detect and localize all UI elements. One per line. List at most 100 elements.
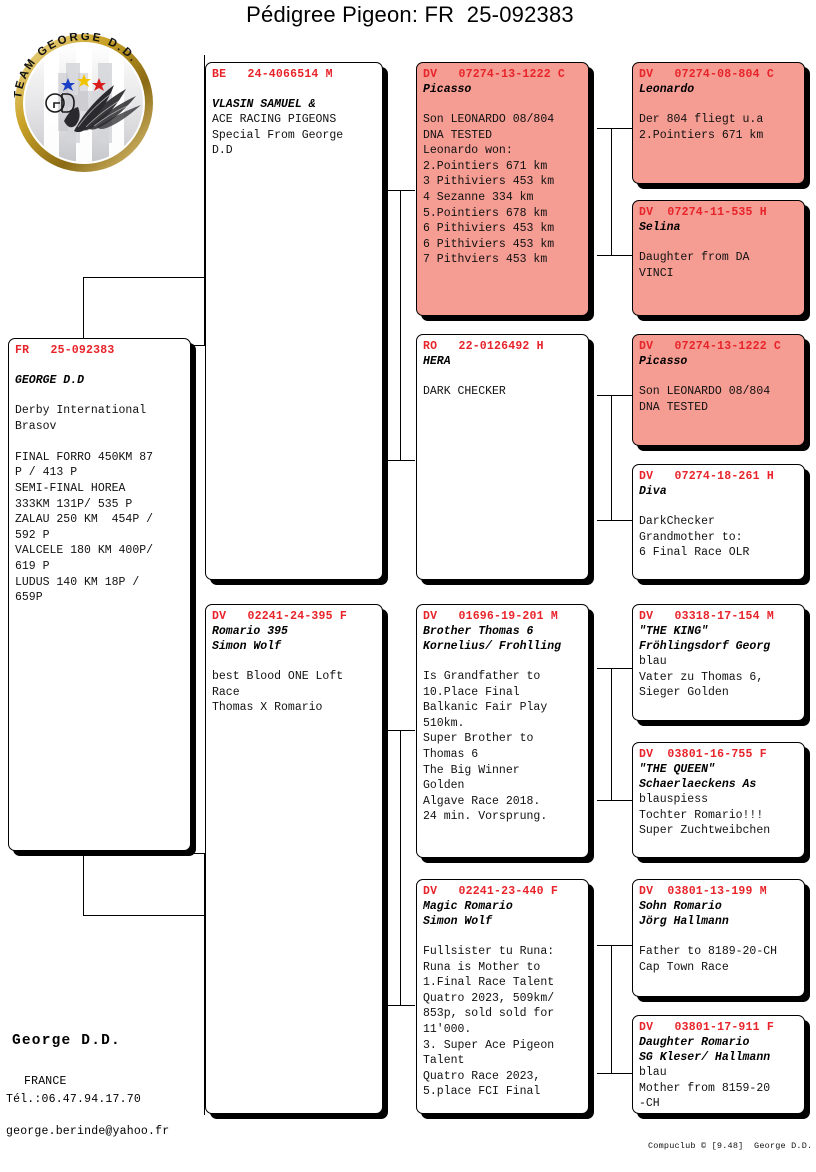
pedigree-card-ss-dam[interactable]: DV 07274-11-535 H Selina Daughter from D…	[632, 200, 805, 316]
connector-line	[204, 853, 205, 1115]
pedigree-card-dam-dam[interactable]: DV 02241-23-440 F Magic Romario Simon Wo…	[416, 879, 589, 1114]
card-pigeon-name: Picasso	[423, 83, 472, 96]
card-notes: best Blood ONE Loft Race Thomas X Romari…	[212, 670, 344, 715]
pedigree-card-ds-sire[interactable]: DV 03318-17-154 M "THE KING" Fröhlingsdo…	[632, 604, 805, 721]
connector-line	[83, 915, 205, 916]
connector-line	[597, 800, 632, 801]
connector-line	[385, 460, 415, 461]
card-notes: Is Grandfather to 10.Place Final Balkani…	[423, 670, 548, 824]
connector-line	[190, 345, 205, 346]
connector-line	[597, 945, 632, 946]
connector-line	[83, 277, 205, 278]
card-pigeon-name: GEORGE D.D	[15, 374, 85, 387]
card-ring-number: DV 02241-24-395 F	[212, 610, 347, 623]
card-notes: Fullsister tu Runa: Runa is Mother to 1.…	[423, 945, 555, 1099]
connector-line	[597, 255, 632, 256]
pedigree-card-sire-dam[interactable]: RO 22-0126492 H HERA DARK CHECKER	[416, 334, 589, 580]
owner-phone: Tél.:06.47.94.17.70	[6, 1093, 141, 1106]
connector-line	[597, 1073, 632, 1074]
team-george-dd-logo-icon: TEAM GEORGE D.D.	[14, 33, 154, 173]
card-notes: ACE RACING PIGEONS Special From George D…	[212, 113, 344, 158]
spacer	[639, 97, 799, 112]
card-pigeon-name: Daughter Romario SG Kleser/ Hallmann	[639, 1036, 771, 1064]
pedigree-card-sire[interactable]: BE 24-4066514 M VLASIN SAMUEL & ACE RACI…	[205, 62, 383, 580]
spacer	[639, 235, 799, 250]
card-ring-number: RO 22-0126492 H	[423, 340, 544, 353]
card-notes: Father to 8189-20-CH Cap Town Race	[639, 945, 778, 974]
spacer	[423, 369, 583, 384]
spacer	[15, 388, 185, 403]
owner-name: George D.D.	[12, 1033, 121, 1049]
connector-line	[611, 945, 612, 1073]
pedigree-card-ss-sire[interactable]: DV 07274-08-804 C Leonardo Der 804 flieg…	[632, 62, 805, 184]
card-ring-number: FR 25-092383	[15, 344, 115, 357]
connector-line	[190, 853, 205, 854]
card-notes: Daughter from DA VINCI	[639, 251, 750, 280]
card-ring-number: DV 07274-08-804 C	[639, 68, 774, 81]
software-credit: Compuclub © [9.48] George D.D.	[648, 1141, 813, 1151]
card-notes: DARK CHECKER	[423, 385, 506, 398]
card-notes: Son LEONARDO 08/804 DNA TESTED Leonardo …	[423, 113, 555, 267]
card-ring-number: DV 07274-11-535 H	[639, 206, 767, 219]
pedigree-card-ds-dam[interactable]: DV 03801-16-755 F "THE QUEEN" Schaerlaec…	[632, 742, 805, 858]
card-ring-number: DV 02241-23-440 F	[423, 885, 558, 898]
connector-line	[597, 520, 632, 521]
spacer	[212, 654, 377, 669]
card-pigeon-name: Selina	[639, 221, 681, 234]
spacer	[423, 97, 583, 112]
connector-line	[400, 190, 401, 460]
page-title: Pédigree Pigeon: FR 25-092383	[246, 2, 574, 27]
card-ring-number: DV 07274-18-261 H	[639, 470, 774, 483]
card-notes: Son LEONARDO 08/804 DNA TESTED	[639, 385, 771, 414]
spacer	[212, 82, 377, 97]
spacer	[423, 654, 583, 669]
card-pigeon-name: Sohn Romario Jörg Hallmann	[639, 900, 729, 928]
card-pigeon-name: "THE QUEEN" Schaerlaeckens As	[639, 763, 757, 791]
card-ring-number: DV 03318-17-154 M	[639, 610, 774, 623]
spacer	[639, 369, 799, 384]
connector-line	[83, 277, 84, 347]
pedigree-card-dam-sire[interactable]: DV 01696-19-201 M Brother Thomas 6 Korne…	[416, 604, 589, 858]
pedigree-card-dd-dam[interactable]: DV 03801-17-911 F Daughter Romario SG Kl…	[632, 1015, 805, 1114]
card-pigeon-name: Romario 395 Simon Wolf	[212, 625, 288, 653]
card-pigeon-name: Leonardo	[639, 83, 695, 96]
card-ring-number: BE 24-4066514 M	[212, 68, 333, 81]
card-pigeon-name: Diva	[639, 485, 667, 498]
connector-line	[597, 395, 632, 396]
owner-email[interactable]: george.berinde@yahoo.fr	[6, 1125, 170, 1138]
card-notes: blau Vater zu Thomas 6, Sieger Golden	[639, 655, 764, 700]
pedigree-card-sd-dam[interactable]: DV 07274-18-261 H Diva DarkChecker Grand…	[632, 464, 805, 580]
pedigree-card-subject[interactable]: FR 25-092383 GEORGE D.D Derby Internatio…	[8, 338, 191, 851]
connector-line	[385, 1005, 415, 1006]
owner-country: FRANCE	[24, 1075, 67, 1088]
connector-line	[611, 395, 612, 520]
connector-line	[597, 668, 632, 669]
spacer	[639, 929, 799, 944]
card-ring-number: DV 07274-13-1222 C	[639, 340, 782, 353]
spacer	[15, 358, 185, 373]
connector-line	[611, 128, 612, 255]
card-pigeon-name: Magic Romario Simon Wolf	[423, 900, 513, 928]
card-notes: blau Mother from 8159-20 -CH	[639, 1066, 771, 1111]
card-notes: Der 804 fliegt u.a 2.Pointiers 671 km	[639, 113, 764, 142]
pedigree-card-sd-sire[interactable]: DV 07274-13-1222 C Picasso Son LEONARDO …	[632, 334, 805, 446]
card-ring-number: DV 03801-16-755 F	[639, 748, 767, 761]
card-pigeon-name: HERA	[423, 355, 451, 368]
card-ring-number: DV 01696-19-201 M	[423, 610, 558, 623]
card-pigeon-name: Picasso	[639, 355, 688, 368]
card-pigeon-name: Brother Thomas 6 Kornelius/ Frohlling	[423, 625, 562, 653]
card-notes: Derby International Brasov FINAL FORRO 4…	[15, 404, 154, 605]
card-ring-number: DV 03801-13-199 M	[639, 885, 767, 898]
card-pigeon-name: VLASIN SAMUEL &	[212, 98, 316, 111]
card-notes: DarkChecker Grandmother to: 6 Final Race…	[639, 515, 750, 560]
spacer	[423, 929, 583, 944]
pedigree-card-dd-sire[interactable]: DV 03801-13-199 M Sohn Romario Jörg Hall…	[632, 879, 805, 997]
spacer	[639, 499, 799, 514]
connector-line	[204, 55, 205, 345]
connector-line	[83, 853, 84, 915]
card-ring-number: DV 03801-17-911 F	[639, 1021, 774, 1034]
pedigree-card-dam[interactable]: DV 02241-24-395 F Romario 395 Simon Wolf…	[205, 604, 383, 1114]
pedigree-card-sire-sire[interactable]: DV 07274-13-1222 C Picasso Son LEONARDO …	[416, 62, 589, 316]
connector-line	[400, 730, 401, 1005]
